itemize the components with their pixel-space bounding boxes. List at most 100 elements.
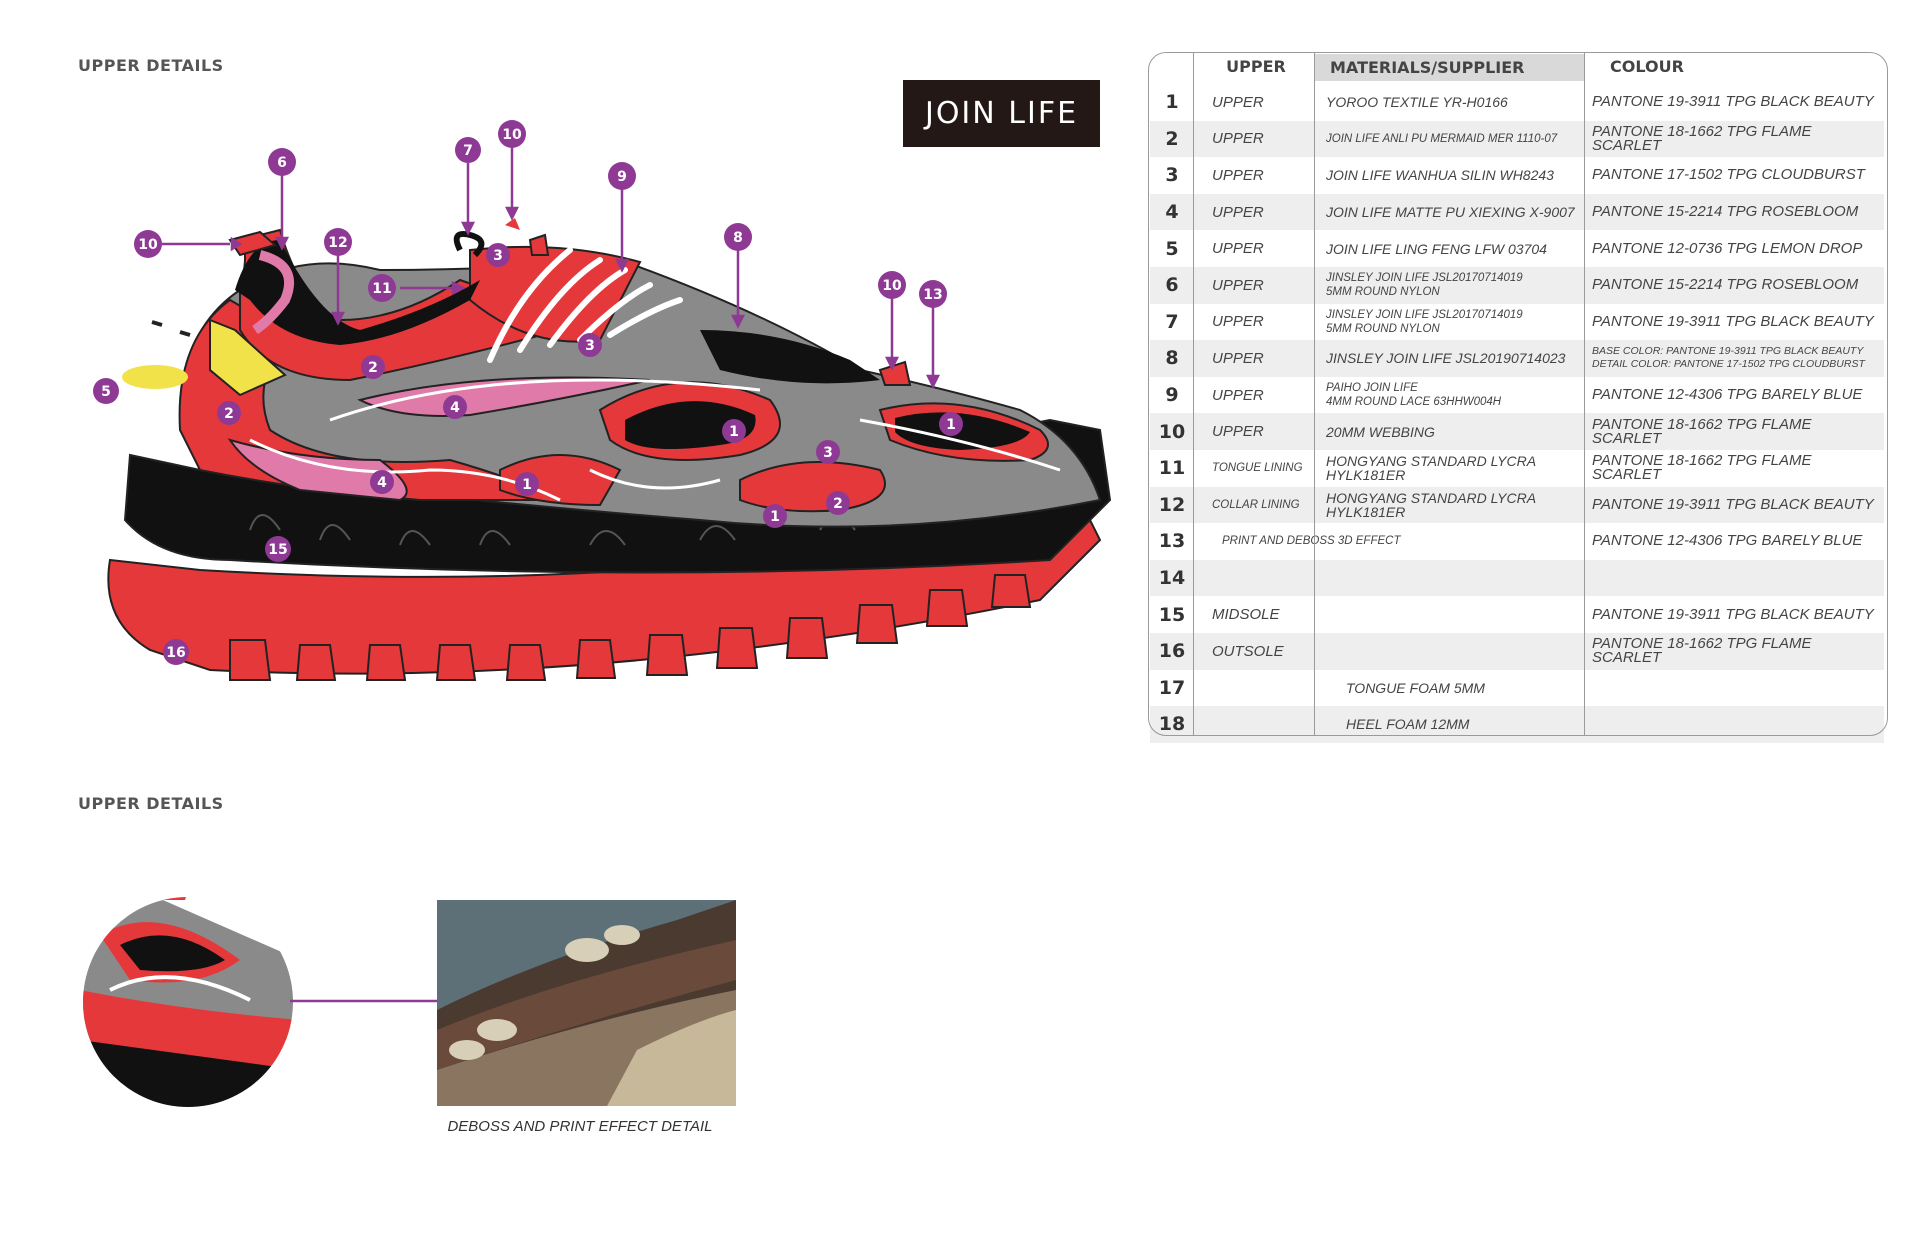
svg-text:7: 7	[463, 143, 473, 159]
row-colour: PANTONE 19-3911 TPG BLACK BEAUTY	[1592, 93, 1874, 111]
svg-text:1: 1	[522, 477, 532, 493]
table-row: 6 UPPER JINSLEY JOIN LIFE JSL20170714019 5…	[1150, 267, 1884, 304]
row-material: HONGYANG STANDARD LYCRA HYLK181ER	[1326, 453, 1536, 484]
svg-text:2: 2	[833, 496, 843, 512]
row-material: JOIN LIFE WANHUA SILIN WH8243	[1326, 167, 1554, 184]
svg-text:3: 3	[585, 338, 595, 354]
row-colour: PANTONE 17-1502 TPG CLOUDBURST	[1592, 166, 1865, 184]
row-material: HEEL FOAM 12MM	[1346, 716, 1470, 733]
row-material: YOROO TEXTILE YR-H0166	[1326, 94, 1508, 111]
svg-text:2: 2	[224, 406, 234, 422]
callout-3-side: 3	[578, 333, 602, 357]
callout-4-side: 4	[443, 395, 467, 419]
svg-text:3: 3	[823, 445, 833, 461]
row-number: 9	[1165, 384, 1179, 407]
row-number: 13	[1158, 530, 1186, 553]
callout-9: 9	[608, 162, 636, 190]
callout-5: 5	[93, 378, 119, 404]
table-row: 3 UPPER JOIN LIFE WANHUA SILIN WH8243 PANTO…	[1150, 157, 1884, 194]
callout-11: 11	[368, 274, 396, 302]
row-colour: PANTONE 18-1662 TPG FLAME SCARLET	[1592, 415, 1812, 447]
svg-text:1: 1	[770, 509, 780, 525]
callout-10-toe: 10	[878, 271, 906, 299]
row-colour: PANTONE 19-3911 TPG BLACK BEAUTY	[1592, 605, 1874, 623]
callout-3-tongue: 3	[486, 243, 510, 267]
brand-logo: JOIN LIFE	[903, 80, 1100, 147]
row-colour: PANTONE 19-3911 TPG BLACK BEAUTY	[1592, 312, 1874, 330]
row-number: 2	[1165, 127, 1179, 150]
callout-10-tongue: 10	[498, 120, 526, 148]
row-number: 12	[1158, 493, 1186, 516]
row-number: 10	[1158, 420, 1186, 443]
svg-text:12: 12	[328, 235, 347, 251]
row-colour: PANTONE 12-4306 TPG BARELY BLUE	[1592, 532, 1863, 550]
row-part: PRINT AND DEBOSS 3D EFFECT	[1222, 535, 1401, 548]
row-part: TONGUE LINING	[1212, 462, 1303, 475]
svg-text:10: 10	[502, 127, 522, 143]
row-material: TONGUE FOAM 5MM	[1346, 679, 1485, 696]
row-colour: PANTONE 18-1662 TPG FLAME SCARLET	[1592, 452, 1812, 484]
svg-text:4: 4	[377, 475, 387, 491]
callout-8: 8	[724, 223, 752, 251]
row-colour: PANTONE 15-2214 TPG ROSEBLOOM	[1592, 276, 1859, 294]
callout-13: 13	[919, 280, 947, 308]
row-number: 17	[1158, 676, 1186, 699]
header-materials: MATERIALS/SUPPLIER	[1314, 54, 1584, 81]
callout-2-vamp: 2	[826, 491, 850, 515]
callout-4-heel: 4	[370, 470, 394, 494]
row-part: UPPER	[1212, 423, 1264, 441]
svg-text:1: 1	[729, 424, 739, 440]
shoe-illustration: 10 6 12 11 7 10 9 8 10 13 5 3 2 2 3 4 4 …	[93, 120, 1112, 681]
section-title-upper-details: UPPER DETAILS	[78, 56, 224, 75]
row-colour: PANTONE 19-3911 TPG BLACK BEAUTY	[1592, 495, 1874, 513]
row-number: 5	[1165, 237, 1179, 260]
row-part: MIDSOLE	[1212, 606, 1280, 624]
table-row: 10 UPPER 20MM WEBBING PANTONE 18-1662 TPG F…	[1150, 413, 1884, 450]
svg-text:13: 13	[923, 287, 942, 303]
section-title-upper-details-2: UPPER DETAILS	[78, 794, 224, 813]
svg-text:5: 5	[101, 384, 111, 400]
callout-1-mid: 1	[515, 472, 539, 496]
svg-text:2: 2	[368, 360, 378, 376]
table-row: 17 TONGUE FOAM 5MM	[1150, 670, 1884, 707]
row-material: 20MM WEBBING	[1326, 423, 1435, 440]
row-number: 4	[1165, 201, 1179, 224]
callout-3-vamp: 3	[816, 440, 840, 464]
callout-7: 7	[455, 137, 481, 163]
row-material: JINSLEY JOIN LIFE JSL20170714019 5MM ROU…	[1326, 272, 1523, 299]
photo-caption: DEBOSS AND PRINT EFFECT DETAIL	[447, 1118, 713, 1135]
header-colour: COLOUR	[1610, 56, 1684, 76]
svg-text:15: 15	[268, 542, 287, 558]
callout-2-heel: 2	[217, 401, 241, 425]
svg-text:4: 4	[450, 400, 460, 416]
callout-1-toe: 1	[939, 412, 963, 436]
row-number: 15	[1158, 603, 1186, 626]
table-row: 9 UPPER PAIHO JOIN LIFE 4MM ROUND LACE 63H…	[1150, 377, 1884, 414]
table-row: 14	[1150, 559, 1884, 597]
row-number: 6	[1165, 274, 1179, 297]
row-part: UPPER	[1212, 203, 1264, 221]
row-colour: PANTONE 15-2214 TPG ROSEBLOOM	[1592, 203, 1859, 221]
header-upper: UPPER	[1226, 56, 1286, 76]
row-part: UPPER	[1212, 166, 1264, 184]
row-material: HONGYANG STANDARD LYCRA HYLK181ER	[1326, 489, 1536, 520]
row-number: 11	[1158, 457, 1186, 480]
svg-text:16: 16	[166, 645, 185, 661]
callout-1-window: 1	[722, 419, 746, 443]
row-number: 3	[1165, 164, 1179, 187]
row-colour: BASE COLOR: PANTONE 19-3911 TPG BLACK BE…	[1592, 345, 1865, 371]
row-material: PAIHO JOIN LIFE 4MM ROUND LACE 63HHW004H	[1326, 382, 1502, 409]
row-part: UPPER	[1212, 130, 1264, 148]
row-number: 14	[1158, 567, 1186, 590]
row-number: 8	[1165, 347, 1179, 370]
row-part: UPPER	[1212, 276, 1264, 294]
row-part: UPPER	[1212, 349, 1264, 367]
row-part: UPPER	[1212, 386, 1264, 404]
